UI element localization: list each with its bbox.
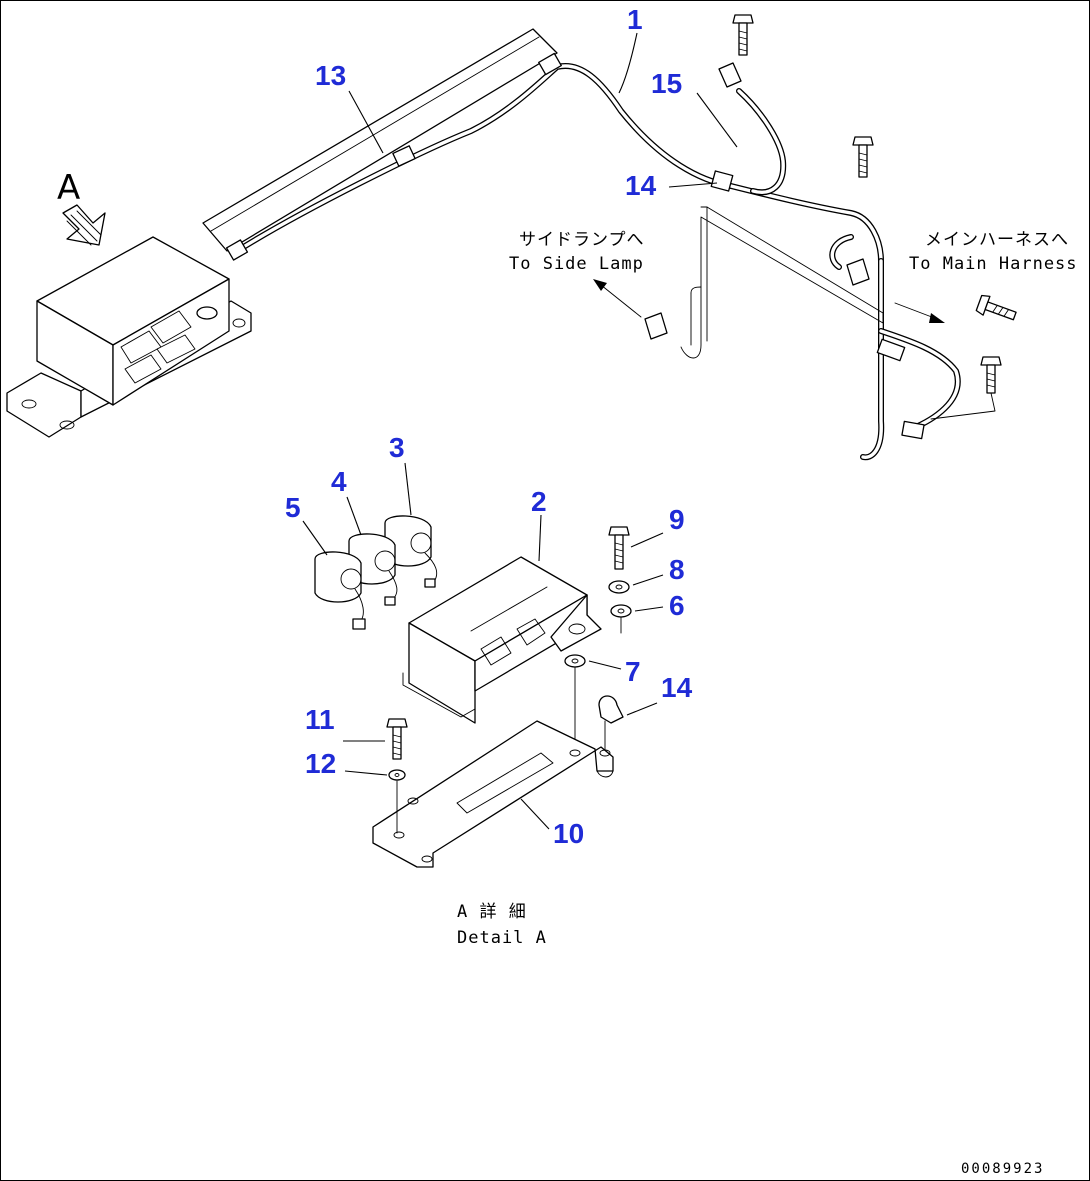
callout-13: 13 bbox=[315, 60, 346, 91]
side-lamp-note-jp: サイドランプへ bbox=[519, 230, 645, 250]
side-lamp-note-en: To Side Lamp bbox=[509, 254, 644, 274]
callout-numbers: 1 2 3 4 5 6 7 8 9 10 11 12 13 14 14 15 bbox=[285, 4, 693, 849]
callout-14-lower: 14 bbox=[661, 672, 693, 703]
main-harness-arrow bbox=[894, 302, 945, 323]
detail-title-en: Detail A bbox=[457, 928, 547, 948]
callout-10: 10 bbox=[553, 818, 584, 849]
callout-4: 4 bbox=[331, 466, 347, 497]
washer-6 bbox=[610, 604, 632, 634]
main-harness-note-en: To Main Harness bbox=[909, 254, 1078, 274]
callout-3: 3 bbox=[389, 432, 405, 463]
washer-7 bbox=[564, 654, 586, 752]
callout-8: 8 bbox=[669, 554, 685, 585]
callout-2: 2 bbox=[531, 486, 547, 517]
bolt-11 bbox=[386, 718, 408, 760]
bolt-9 bbox=[608, 526, 630, 570]
document-number: 00089923 bbox=[961, 1161, 1044, 1177]
clamp-14-lower bbox=[598, 695, 624, 754]
main-wire-harness bbox=[234, 62, 961, 461]
callout-15: 15 bbox=[651, 68, 682, 99]
detail-title-jp: A 詳 細 bbox=[457, 902, 527, 922]
main-harness-note-jp: メインハーネスへ bbox=[925, 230, 1069, 250]
callout-11: 11 bbox=[305, 704, 335, 735]
washer-12 bbox=[388, 769, 406, 834]
relay-box-assembly bbox=[6, 236, 252, 438]
callout-7: 7 bbox=[625, 656, 641, 687]
bracket-10 bbox=[372, 720, 614, 868]
view-a-arrow: A bbox=[57, 168, 106, 246]
view-a-label: A bbox=[57, 168, 80, 208]
harness-cover-plate bbox=[202, 28, 558, 252]
washer-8 bbox=[608, 580, 630, 594]
wire-connectors bbox=[644, 62, 870, 340]
callout-12: 12 bbox=[305, 748, 336, 779]
callout-6: 6 bbox=[669, 590, 685, 621]
callout-5: 5 bbox=[285, 492, 301, 523]
routing-notes: サイドランプへ To Side Lamp メインハーネスへ To Main Ha… bbox=[457, 230, 1078, 948]
side-lamp-arrow bbox=[593, 279, 642, 318]
callout-leaders bbox=[302, 32, 738, 830]
upper-bolts bbox=[732, 14, 1017, 420]
callout-1: 1 bbox=[627, 4, 643, 35]
relays-3-4-5 bbox=[314, 515, 438, 630]
relay-box-cover bbox=[402, 556, 602, 724]
callout-9: 9 bbox=[669, 504, 685, 535]
callout-14-upper: 14 bbox=[625, 170, 657, 201]
wire-clamps bbox=[225, 52, 925, 440]
